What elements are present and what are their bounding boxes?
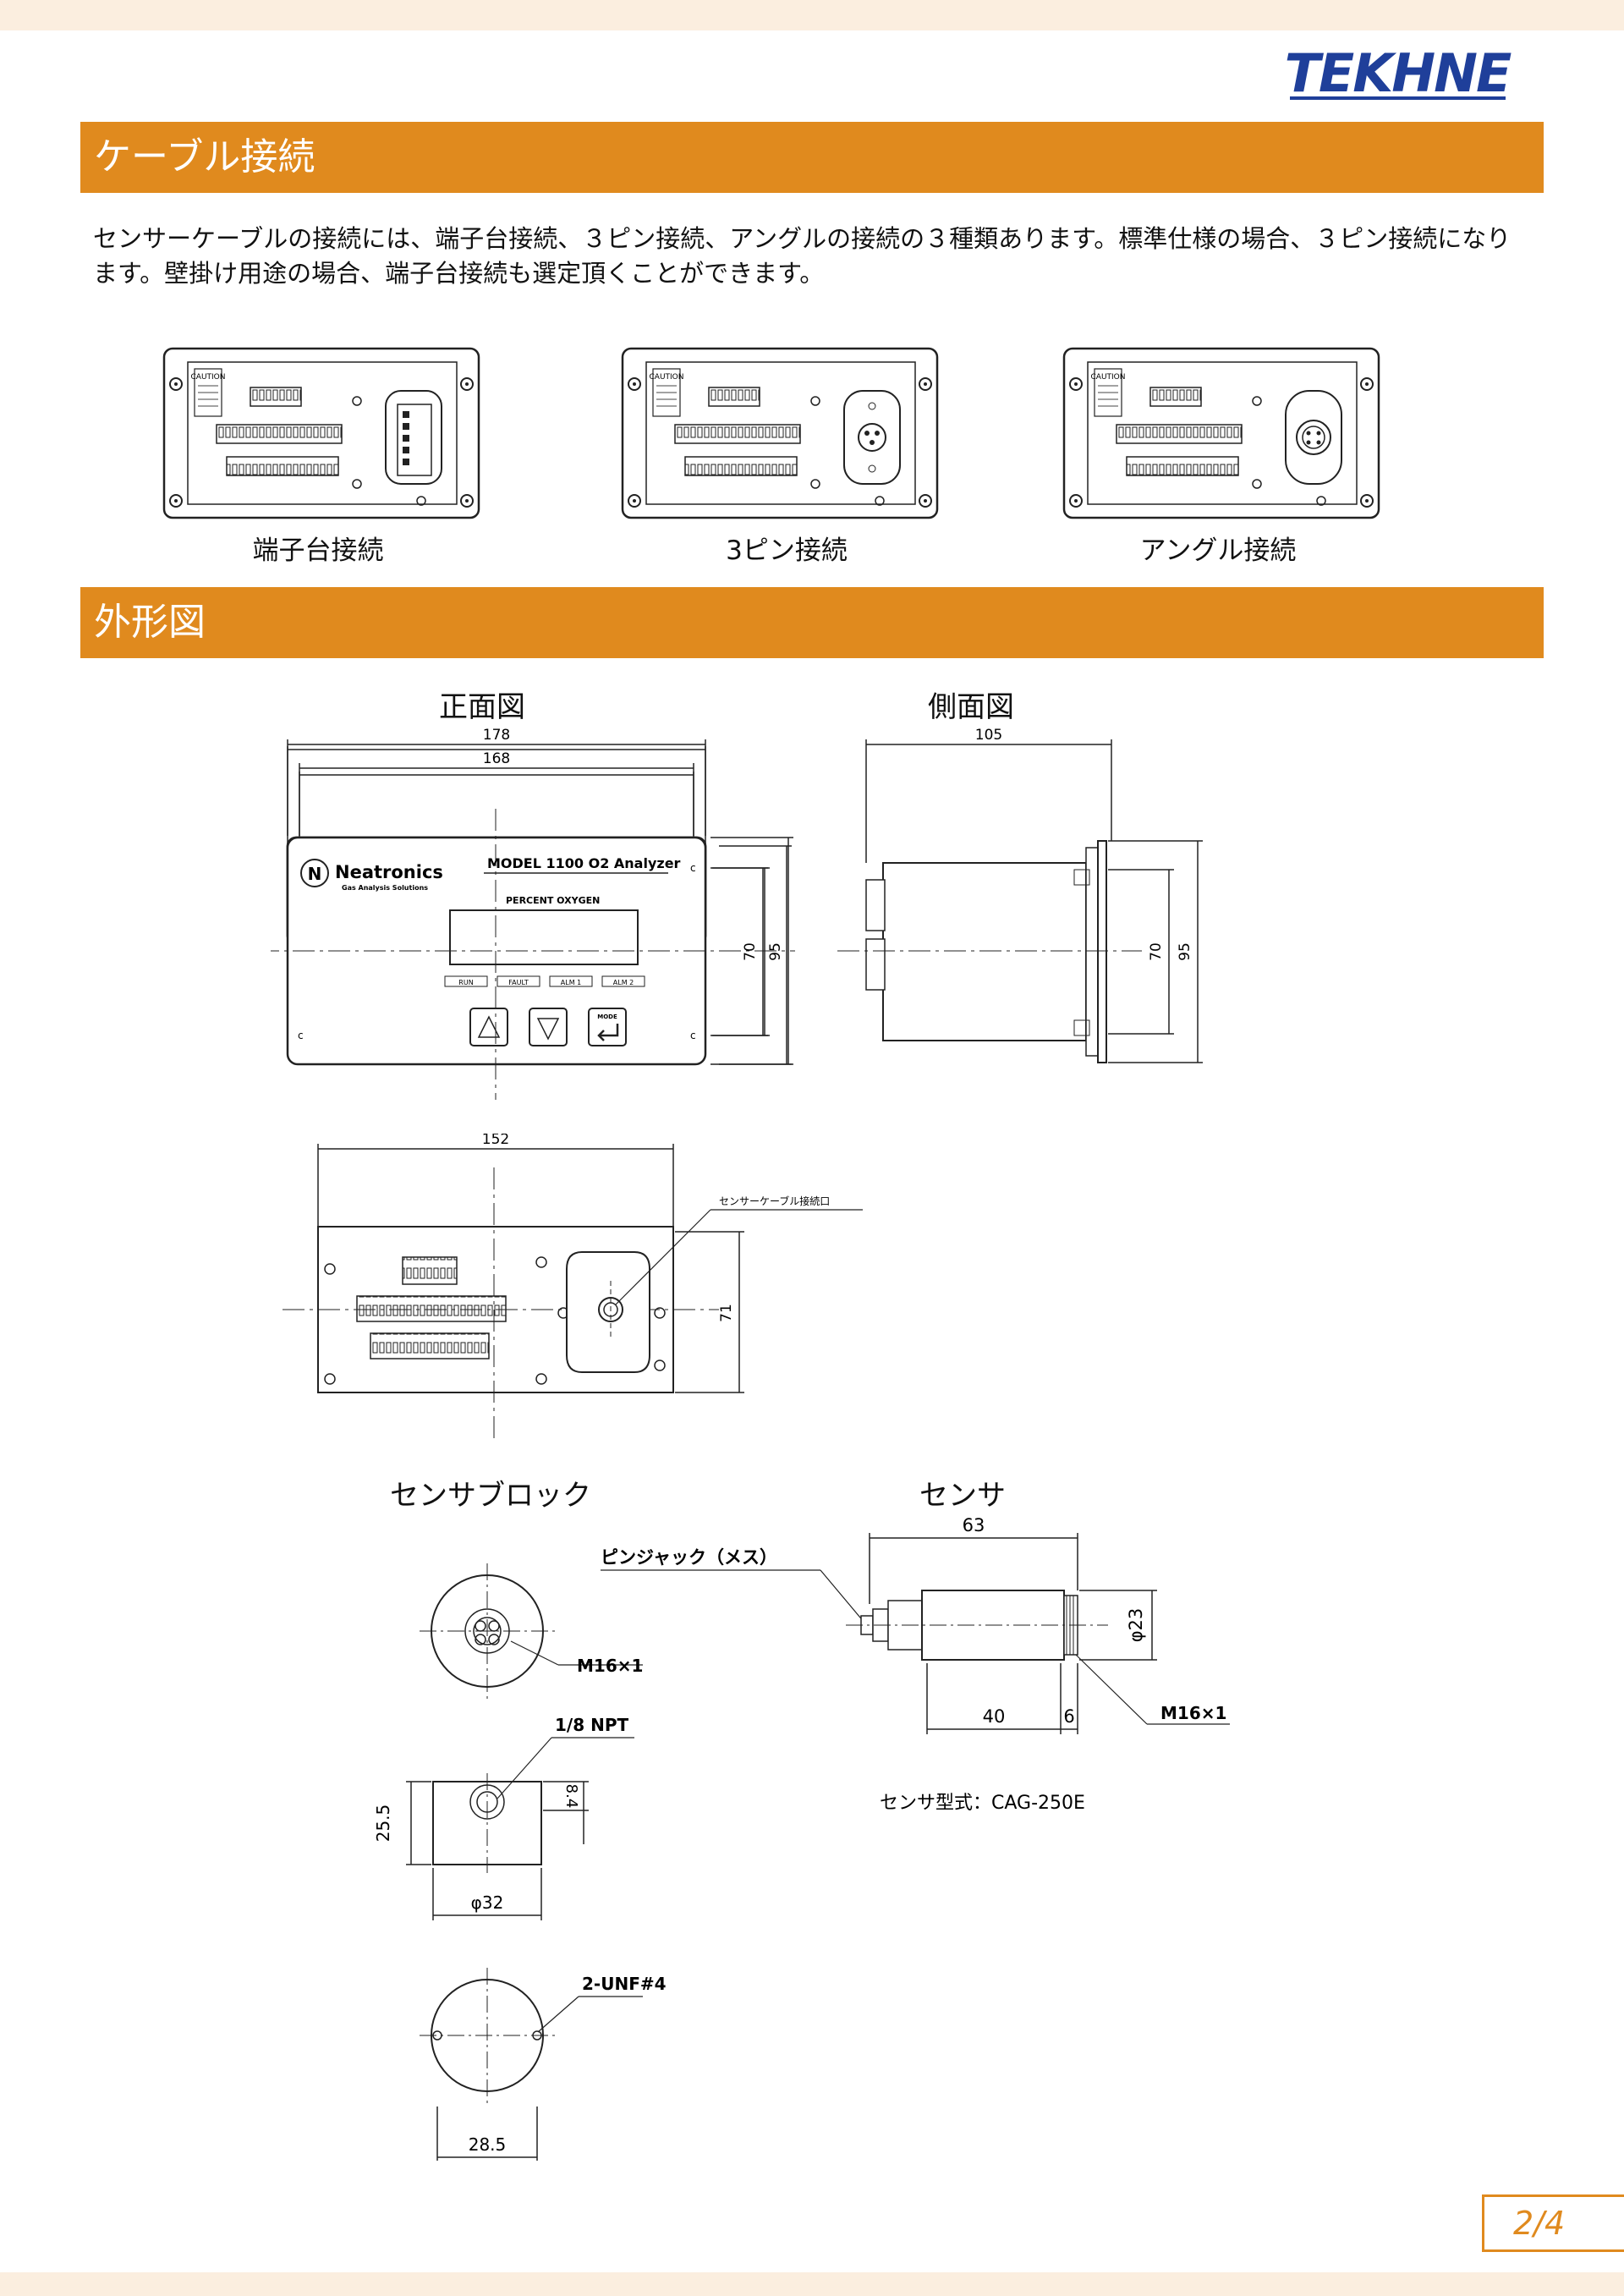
sensor-block-label: センサブロック xyxy=(390,1479,591,1513)
section-title-cable: ケーブル接続 xyxy=(80,122,1544,193)
top-band xyxy=(0,0,1624,30)
connection-label-terminal: 端子台接続 xyxy=(252,536,384,566)
sensor-drawing: ピンジャック（メス） 63 φ23 40 6 M16×1 センサ型式：CAG-2… xyxy=(601,1515,1230,1814)
dim-63: 63 xyxy=(963,1515,985,1535)
connection-label-angle: アングル接続 xyxy=(1139,536,1297,566)
dim-105: 105 xyxy=(975,728,1002,744)
page-number: 2/4 xyxy=(1482,2194,1624,2252)
dim-phi23: φ23 xyxy=(1126,1608,1146,1643)
dim-178: 178 xyxy=(483,728,510,744)
dim-6: 6 xyxy=(1063,1706,1074,1727)
rear-port-note: センサーケーブル接続口 xyxy=(719,1195,830,1207)
dim-168: 168 xyxy=(483,750,510,767)
pin-jack-label: ピンジャック（メス） xyxy=(601,1547,777,1568)
enter-key-icon xyxy=(597,1024,619,1041)
panel-brand-sub: Gas Analysis Solutions xyxy=(342,884,428,892)
bottom-band xyxy=(0,2272,1624,2296)
dim-28-5: 28.5 xyxy=(469,2134,507,2155)
led-run: RUN xyxy=(458,979,473,986)
block-holes-label: 2-UNF#4 xyxy=(582,1974,667,1994)
svg-text:N: N xyxy=(308,864,322,884)
panel-display-label: PERCENT OXYGEN xyxy=(506,895,600,906)
intro-text: センサーケーブルの接続には、端子台接続、３ピン接続、アングルの接続の３種類ありま… xyxy=(93,224,1512,288)
sensor-label: センサ xyxy=(919,1479,1006,1513)
panel-brand: Neatronics xyxy=(335,862,443,882)
dim-95-side: 95 xyxy=(1177,942,1193,961)
sensor-thread-label: M16×1 xyxy=(1160,1703,1226,1723)
connection-label-3pin: 3ピン接続 xyxy=(726,536,848,566)
side-view-drawing: 105 70 95 xyxy=(837,728,1203,1063)
led-alm1: ALM 1 xyxy=(561,979,581,986)
sensor-block-drawing: M16×1 1/8 NPT 25.5 8.4 φ32 2-UNF#4 28.5 xyxy=(373,1563,667,2161)
block-npt-label: 1/8 NPT xyxy=(555,1715,628,1735)
rear-view-drawing: 152 センサーケーブル接続口 71 xyxy=(283,1134,863,1438)
block-thread-label: M16×1 xyxy=(577,1656,643,1676)
section-title-outline: 外形図 xyxy=(80,587,1544,658)
side-view-label: 側面図 xyxy=(928,690,1014,724)
led-alm2: ALM 2 xyxy=(613,979,634,986)
dim-40: 40 xyxy=(983,1706,1006,1727)
svg-text:c: c xyxy=(690,1030,696,1041)
tekhne-logo: TEKHNE xyxy=(1285,42,1513,104)
dim-25-5: 25.5 xyxy=(373,1804,393,1843)
dim-152: 152 xyxy=(482,1134,509,1148)
svg-text:c: c xyxy=(298,1030,304,1041)
dim-71: 71 xyxy=(718,1304,735,1322)
sensor-model: センサ型式：CAG-250E xyxy=(880,1793,1085,1814)
led-fault: FAULT xyxy=(508,979,529,986)
dim-phi32: φ32 xyxy=(471,1892,504,1913)
down-key-icon xyxy=(536,1018,560,1041)
front-view-label: 正面図 xyxy=(439,690,525,724)
panel-model: MODEL 1100 O2 Analyzer xyxy=(487,855,681,871)
up-key-icon xyxy=(477,1015,501,1038)
svg-text:c: c xyxy=(690,862,696,874)
connection-panels: CAUTION xyxy=(162,347,1380,519)
front-view-drawing: N Neatronics Gas Analysis Solutions MODE… xyxy=(271,728,795,1100)
dim-8-4: 8.4 xyxy=(562,1784,580,1809)
mode-key-label: MODE xyxy=(597,1013,617,1020)
dim-70-side: 70 xyxy=(1148,942,1165,961)
dim-95-front: 95 xyxy=(767,942,784,961)
dim-70-front: 70 xyxy=(742,942,759,961)
brand-text: TEKHNE xyxy=(1285,42,1512,104)
